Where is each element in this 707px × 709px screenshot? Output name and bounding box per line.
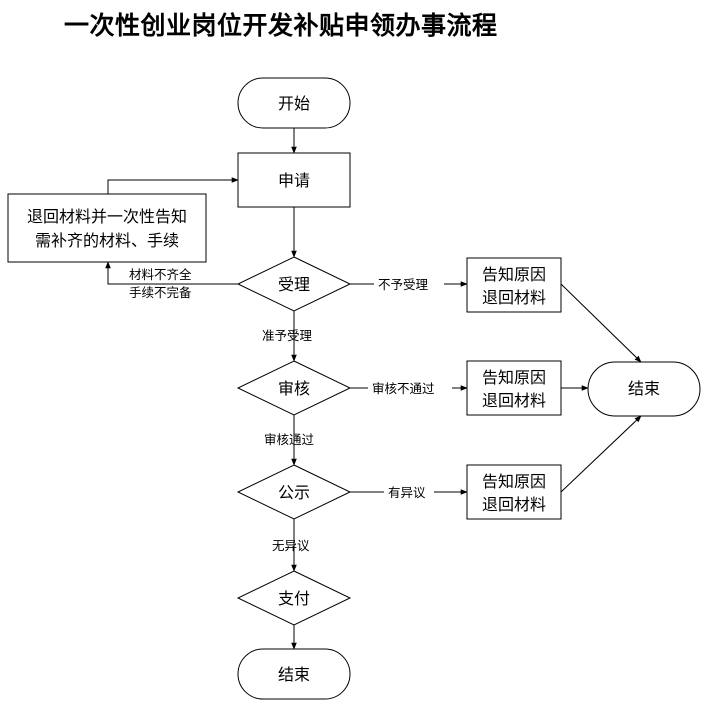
incomplete-label-1: 材料不齐全 [129, 267, 192, 282]
edge-reject3-end [560, 415, 642, 493]
end-right-label: 结束 [628, 379, 660, 398]
return-supplement-box [7, 193, 207, 263]
edge-accept-return [105, 261, 239, 285]
review-failed-label: 审核不通过 [372, 381, 435, 396]
page-title: 一次性创业岗位开发补贴申领办事流程 [64, 11, 498, 40]
return-supplement-label-1: 退回材料并一次性告知 [27, 207, 187, 226]
apply-label: 申请 [278, 171, 310, 190]
edge-reject1-end [560, 283, 642, 363]
end-right-terminal [587, 361, 701, 417]
not-accepted-label: 不予受理 [378, 277, 429, 292]
review-label: 审核 [278, 379, 310, 398]
return-supplement-label-2: 需补齐的材料、手续 [35, 231, 179, 250]
apply-box [237, 152, 351, 208]
publicize-decision [236, 464, 352, 520]
reject1-box [466, 257, 562, 313]
end-label: 结束 [278, 665, 310, 684]
no-objection-label: 无异议 [272, 538, 310, 553]
reject1-label-1: 告知原因 [482, 265, 546, 284]
reject3-box [466, 464, 562, 520]
end-terminal [237, 648, 351, 700]
reject1-label-2: 退回材料 [482, 288, 546, 307]
pay-label: 支付 [278, 589, 310, 608]
review-decision [236, 360, 352, 416]
reject2-label-2: 退回材料 [482, 391, 546, 410]
accept-label: 受理 [278, 275, 310, 294]
edge-return-apply [107, 177, 239, 194]
incomplete-label-2: 手续不完备 [129, 285, 192, 300]
publicize-label: 公示 [278, 483, 310, 502]
reject3-label-1: 告知原因 [482, 472, 546, 491]
accepted-label: 准予受理 [262, 328, 313, 343]
reject2-label-1: 告知原因 [482, 368, 546, 387]
reject3-label-2: 退回材料 [482, 495, 546, 514]
reject2-box [466, 360, 562, 416]
review-passed-label: 审核通过 [264, 432, 315, 447]
objection-label: 有异议 [388, 485, 426, 500]
start-terminal [237, 77, 351, 129]
pay-decision [236, 570, 352, 626]
accept-decision [236, 256, 352, 312]
connectors [105, 128, 642, 650]
start-label: 开始 [278, 94, 310, 113]
